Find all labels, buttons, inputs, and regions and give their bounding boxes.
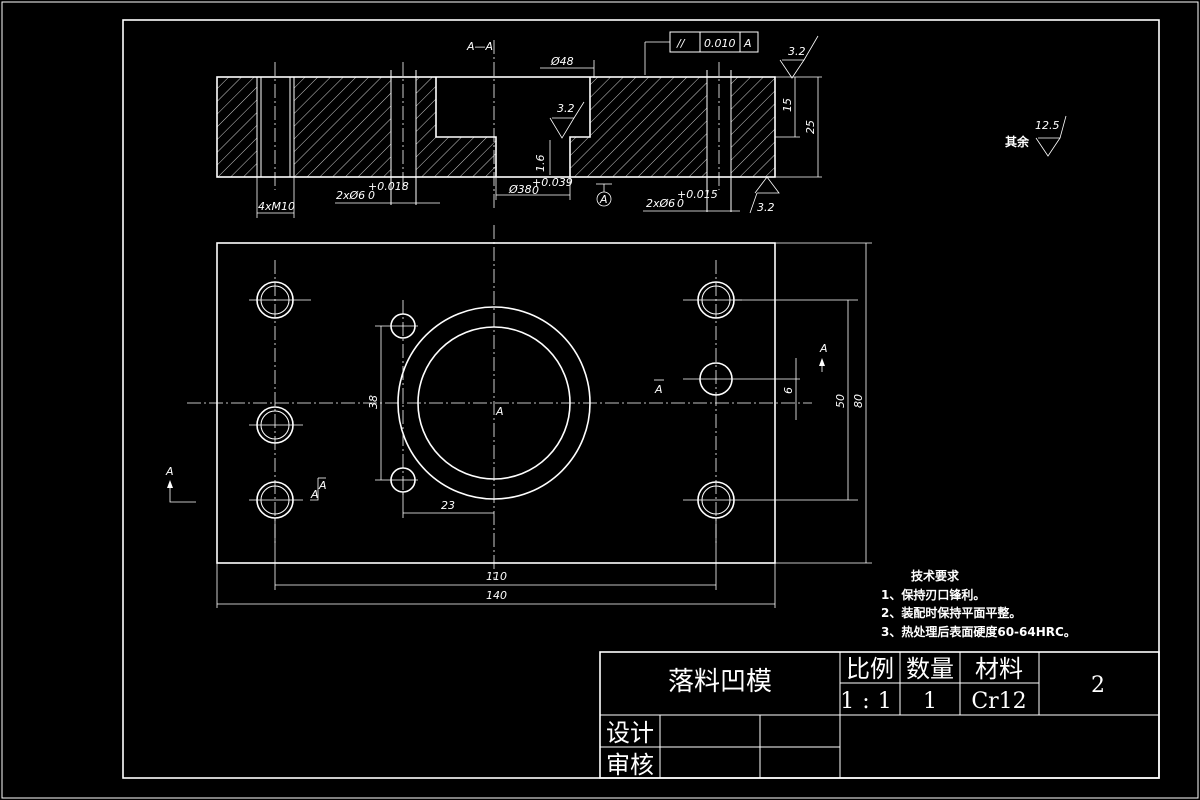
dim-110: 110 xyxy=(274,518,717,590)
dim-thread: 4xM10 xyxy=(256,177,295,218)
svg-text:38: 38 xyxy=(367,395,380,409)
thread-hole-outline xyxy=(256,76,295,178)
die-opening-outline xyxy=(569,77,591,177)
svg-text:0: 0 xyxy=(368,189,375,202)
tolerance-frame[interactable]: // 0.010 A xyxy=(644,31,759,75)
dim-23: 23 xyxy=(402,492,494,518)
roughness-bottom: 3.2 xyxy=(749,176,780,214)
svg-text:A: A xyxy=(310,488,319,501)
designer-label: 设计 xyxy=(606,719,654,747)
note-2: 2、装配时保持平面平整。 xyxy=(881,605,1021,620)
svg-text:A: A xyxy=(318,479,327,492)
svg-text:3.2: 3.2 xyxy=(757,201,775,214)
hatch-left-mid xyxy=(294,77,391,177)
section-arrow-right: A xyxy=(819,342,828,372)
hatch-pocket-wall xyxy=(416,77,436,177)
hatch-right-block xyxy=(731,77,775,177)
dim-6: 6 xyxy=(782,358,797,420)
svg-text:3.2: 3.2 xyxy=(788,45,806,58)
hatch-right-top xyxy=(590,77,707,137)
svg-text:15: 15 xyxy=(781,98,794,112)
svg-text://: // xyxy=(676,37,686,50)
section-view xyxy=(216,40,776,212)
roughness-other: 其余 12.5 xyxy=(1005,115,1067,157)
technical-notes: 技术要求 1、保持刃口锋利。 2、装配时保持平面平整。 3、热处理后表面硬度60… xyxy=(881,568,1076,639)
svg-text:1.6: 1.6 xyxy=(534,155,547,173)
svg-text:Ø48: Ø48 xyxy=(550,55,574,68)
svg-text:+0.015: +0.015 xyxy=(677,188,718,201)
svg-text:23: 23 xyxy=(441,499,455,512)
hatch-left-block xyxy=(217,77,257,177)
svg-text:0.010: 0.010 xyxy=(704,37,736,50)
title-block: 落料凹模 比例 数量 材料 1:1 1 Cr12 2 设计 审核 xyxy=(599,651,1160,779)
svg-text:110: 110 xyxy=(486,570,507,583)
svg-text:25: 25 xyxy=(804,120,817,134)
dim-80: 80 xyxy=(775,242,872,564)
svg-text:3.2: 3.2 xyxy=(557,102,575,115)
dim-15-25: 15 25 xyxy=(775,76,822,178)
dim-pin-b: 2xØ6 +0.015 0 xyxy=(643,188,740,212)
qty-label: 数量 xyxy=(906,655,954,683)
part-name: 落料凹模 xyxy=(668,667,772,697)
svg-text:A: A xyxy=(819,342,828,355)
svg-text:2xØ6: 2xØ6 xyxy=(646,197,675,210)
thread-holes xyxy=(249,281,858,519)
svg-text:50: 50 xyxy=(834,394,847,408)
section-arrow-left: A xyxy=(165,465,196,503)
dim-pin-a: 2xØ6 +0.018 0 xyxy=(335,180,440,204)
dim-16: 1.6 xyxy=(534,140,551,175)
svg-text:2xØ6: 2xØ6 xyxy=(336,189,365,202)
qty-value: 1 xyxy=(923,689,937,714)
svg-text:4xM10: 4xM10 xyxy=(258,200,295,213)
dim-38-plan: 38 xyxy=(367,326,382,480)
svg-text:A: A xyxy=(743,37,752,50)
datum-a: A xyxy=(596,183,612,207)
material-value: Cr12 xyxy=(971,689,1026,714)
reviewer-label: 审核 xyxy=(606,751,654,779)
svg-text:+0.018: +0.018 xyxy=(368,180,409,193)
svg-text:A: A xyxy=(165,465,174,478)
svg-text:A: A xyxy=(599,193,608,206)
scale-value: 1:1 xyxy=(840,689,899,714)
drawing-number: 2 xyxy=(1091,673,1105,698)
marker-right: A xyxy=(654,379,664,396)
note-1: 1、保持刃口锋利。 xyxy=(881,587,985,602)
notes-title: 技术要求 xyxy=(911,568,960,583)
dim-d48: Ø48 xyxy=(540,55,595,78)
svg-text:0: 0 xyxy=(677,197,684,210)
svg-text:6: 6 xyxy=(782,387,795,394)
roughness-pocket: 3.2 xyxy=(549,101,585,139)
marker-left: A A xyxy=(310,477,327,501)
dim-d38-section: Ø38 +0.039 0 xyxy=(495,176,573,200)
hatch-pocket-floor xyxy=(436,137,496,177)
hatch-right-mid xyxy=(570,137,707,177)
svg-text:+0.039: +0.039 xyxy=(532,176,573,189)
plan-view xyxy=(187,225,812,580)
note-3: 3、热处理后表面硬度60-64HRC。 xyxy=(881,624,1076,639)
svg-text:其余: 其余 xyxy=(1005,134,1030,149)
svg-text:80: 80 xyxy=(852,394,865,408)
center-label: A xyxy=(495,405,504,418)
svg-text:Ø38: Ø38 xyxy=(508,183,532,196)
pocket-outline xyxy=(435,77,497,177)
die-opening xyxy=(397,306,591,500)
svg-text:140: 140 xyxy=(486,589,507,602)
dim-140: 140 xyxy=(216,563,776,608)
svg-text:0: 0 xyxy=(532,184,539,197)
roughness-top-right: 3.2 xyxy=(779,35,819,79)
section-label: A—A xyxy=(466,40,493,53)
scale-label: 比例 xyxy=(846,655,894,683)
svg-text:A: A xyxy=(654,383,663,396)
svg-text:12.5: 12.5 xyxy=(1035,119,1060,132)
material-label: 材料 xyxy=(975,655,1023,683)
dim-50: 50 xyxy=(735,299,858,500)
